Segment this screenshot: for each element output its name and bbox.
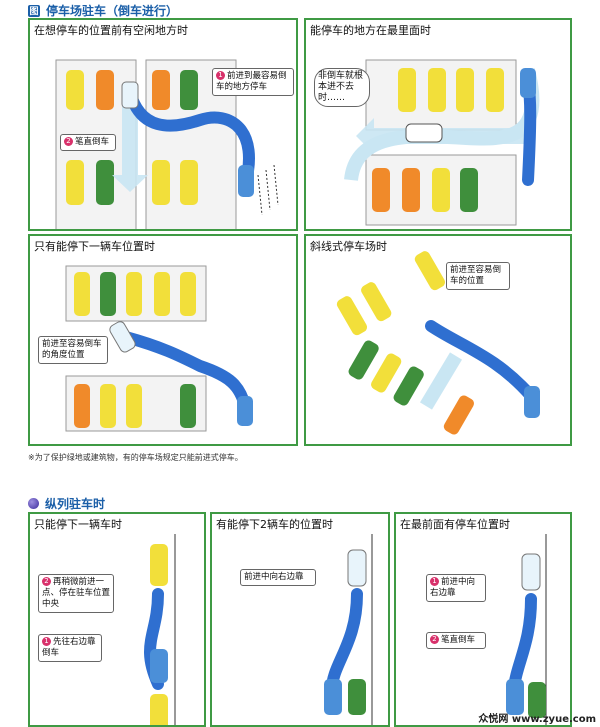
parking-diagram-1 — [55, 59, 279, 229]
parked-cars-bottom — [66, 160, 198, 205]
parking-diagram-4 — [336, 251, 540, 435]
driving-path — [116, 330, 251, 412]
panel-title: 在想停车的位置前有空闲地方时 — [34, 24, 188, 37]
panel-one-space: 只有能停下一辆车位置时 前进至容易倒车的角度位置 — [28, 234, 298, 446]
panel-parallel-two: 有能停下2辆车的位置时 前进中向右边靠 — [210, 512, 390, 727]
parked-cars-top-right — [152, 70, 198, 110]
panel-space-at-back: 能停车的地方在最里面时 非倒车就根本进不去时…… — [304, 18, 572, 231]
parked-cars-bottom — [348, 340, 475, 435]
footnote: ※为了保护绿地或建筑物，有的停车场规定只能前进式停车。 — [28, 453, 243, 462]
parked-cars-top-left — [66, 70, 114, 110]
site-watermark: 众悦网 www.zyue.com — [478, 714, 596, 725]
panel-title: 只能停下一辆车时 — [34, 518, 122, 531]
parallel-diagram-2 — [324, 534, 373, 725]
section-header-reverse-parking: 图 停车场驻车（倒车进行） — [28, 2, 178, 19]
parked-cars-top — [336, 251, 445, 336]
panel-title: 只有能停下一辆车位置时 — [34, 240, 155, 253]
callout-speech: 非倒车就根本进不去时…… — [314, 68, 370, 107]
parking-diagram-2 — [344, 59, 540, 226]
section-title: 纵列驻车时 — [45, 497, 106, 511]
panel-diagonal: 斜线式停车场时 前进至容易倒车的位置 — [304, 234, 572, 446]
driving-path — [425, 320, 537, 402]
callout-angle: 前进至容易倒车的角度位置 — [38, 336, 108, 364]
parking-diagram-3 — [65, 265, 253, 432]
driving-path — [508, 593, 537, 695]
panel-title: 有能停下2辆车的位置时 — [216, 518, 333, 531]
figure-icon: 图 — [28, 4, 40, 17]
section-title: 停车场驻车（倒车进行） — [46, 4, 179, 18]
callout-step: 前进中向右边靠 — [240, 569, 316, 586]
panel-title: 在最前面有停车位置时 — [400, 518, 510, 531]
panel-title: 斜线式停车场时 — [310, 240, 387, 253]
bullet-icon — [28, 498, 39, 509]
driving-path — [326, 588, 363, 695]
section-header-parallel-parking: 纵列驻车时 — [28, 495, 105, 512]
parked-cars-bottom — [74, 384, 196, 428]
parallel-diagram-1 — [144, 534, 176, 725]
parallel-diagram-3 — [506, 534, 547, 725]
parked-cars-top — [74, 272, 196, 316]
panel-title: 能停车的地方在最里面时 — [310, 24, 431, 37]
reverse-arrow — [112, 90, 148, 192]
parked-cars-top — [398, 68, 504, 112]
callout-position: 前进至容易倒车的位置 — [446, 262, 510, 290]
driving-path — [124, 86, 255, 191]
reverse-arrow — [419, 352, 463, 410]
parked-cars-bottom — [372, 168, 478, 212]
